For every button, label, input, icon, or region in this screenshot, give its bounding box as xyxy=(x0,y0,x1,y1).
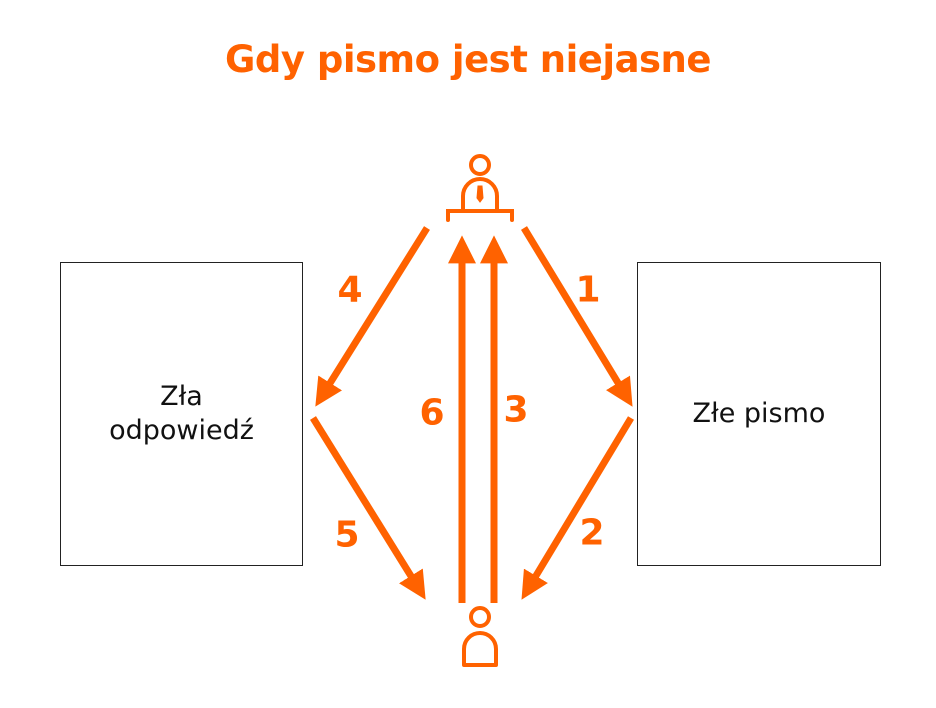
arrow-4 xyxy=(315,226,430,407)
step-3-label: 3 xyxy=(503,389,529,431)
arrow-2 xyxy=(521,416,634,600)
box-bad-letter: Złe pismo xyxy=(637,262,881,566)
step-2-label: 2 xyxy=(579,512,605,554)
official-at-desk-icon xyxy=(446,154,514,222)
box-bad-answer-label: Zła odpowiedź xyxy=(109,381,254,446)
person-icon xyxy=(462,606,498,667)
diagram-title: Gdy pismo jest niejasne xyxy=(225,38,712,81)
step-1-label: 1 xyxy=(575,269,601,311)
box-bad-letter-label: Złe pismo xyxy=(692,398,826,430)
step-4-label: 4 xyxy=(337,269,363,311)
arrow-5 xyxy=(310,416,426,600)
step-6-label: 6 xyxy=(419,392,445,434)
step-5-label: 5 xyxy=(334,514,360,556)
arrow-1 xyxy=(521,226,633,407)
box-bad-answer: Zła odpowiedź xyxy=(60,262,303,566)
